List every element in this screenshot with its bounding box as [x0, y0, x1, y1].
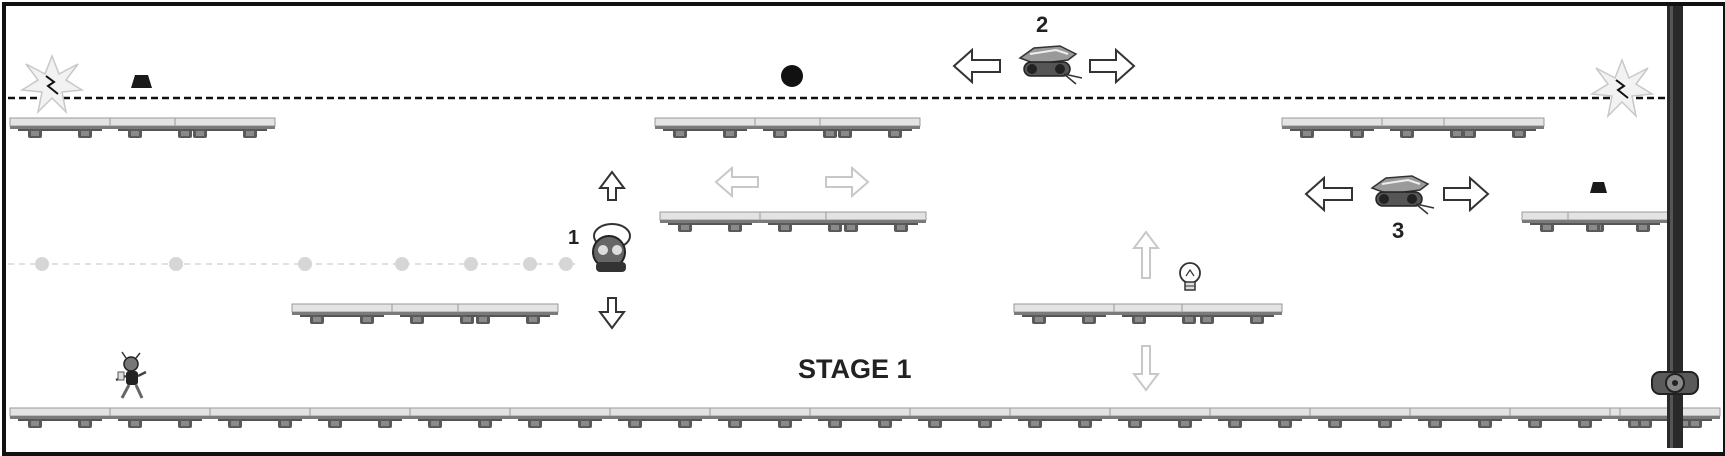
drone-robot-icon — [1019, 45, 1083, 85]
platform-ground — [9, 407, 1721, 429]
platform-top-center — [654, 117, 921, 139]
black-ball-icon — [781, 65, 803, 87]
lightbulb-icon — [1179, 262, 1201, 291]
platform-middle-right — [1521, 211, 1669, 233]
right-pillar — [1667, 6, 1683, 448]
enemy-3-horizontal-arrows — [1304, 175, 1490, 213]
platform-middle-center — [659, 211, 927, 233]
enemy-2-horizontal-arrows — [952, 47, 1136, 85]
faded-vertical-arrows — [1132, 230, 1160, 392]
player-runner-icon — [115, 351, 147, 399]
enemy-2-label: 2 — [1036, 12, 1048, 37]
enemy-1-drone-icon — [592, 223, 631, 272]
faded-horizontal-arrows — [714, 165, 870, 199]
spark-burst-icon — [21, 55, 83, 113]
drone-robot-icon — [1371, 175, 1435, 215]
platform-top-right — [1281, 117, 1545, 139]
gear-icon — [1651, 371, 1699, 395]
enemy-trail — [8, 257, 580, 271]
spark-burst-icon — [1591, 59, 1653, 117]
trapezoid-block-icon — [1590, 182, 1607, 193]
enemy-3-label: 3 — [1392, 218, 1404, 243]
platform-lower-left — [291, 303, 559, 325]
enemy-1-label: 1 — [568, 227, 579, 249]
enemy-1-vertical-arrows — [598, 170, 626, 330]
platform-lower-right — [1013, 303, 1283, 325]
trapezoid-block-icon — [131, 75, 152, 88]
stage-title: STAGE 1 — [798, 354, 912, 384]
platform-top-left — [9, 117, 276, 139]
